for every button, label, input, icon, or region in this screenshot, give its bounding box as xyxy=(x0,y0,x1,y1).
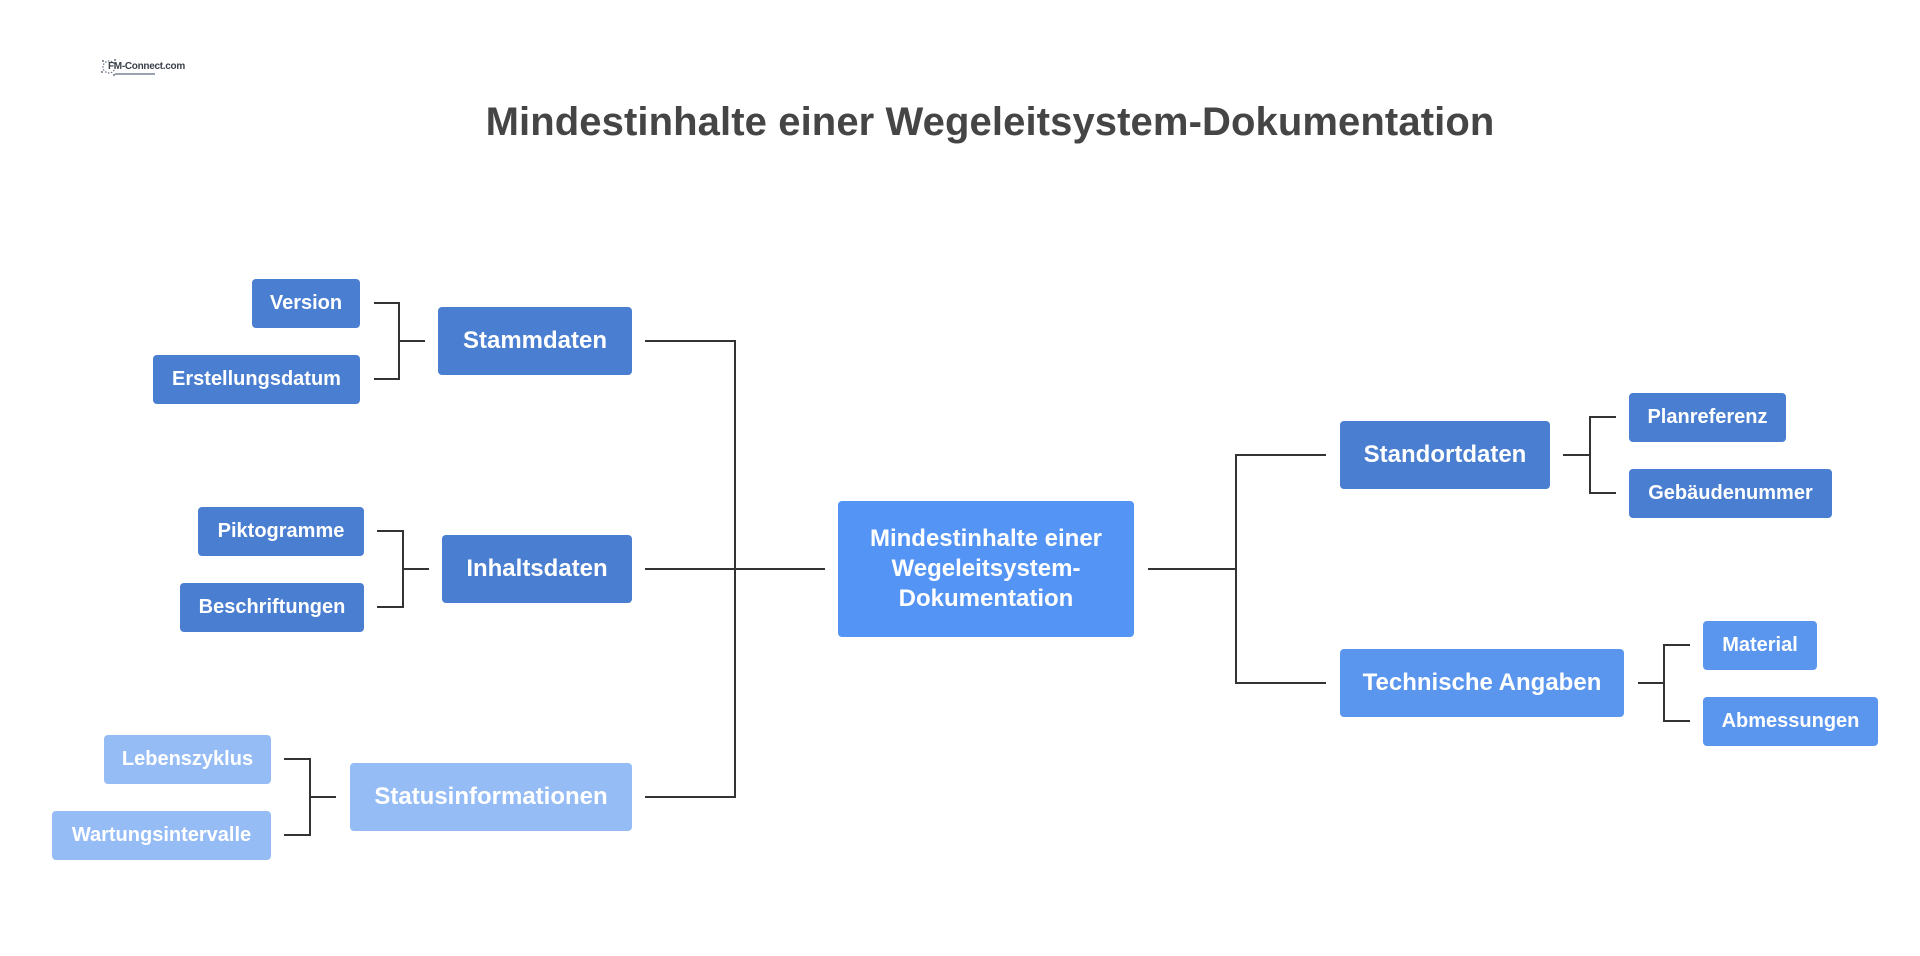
leaf-gebaeudenummer: Gebäudenummer xyxy=(1629,469,1832,518)
page-title: Mindestinhalte einer Wegeleitsystem-Doku… xyxy=(485,100,1495,144)
leaf-piktogramme: Piktogramme xyxy=(198,507,364,556)
leaf-abmessungen: Abmessungen xyxy=(1703,697,1878,746)
connector-technische-angaben-children xyxy=(1638,644,1690,722)
connector-standortdaten-children xyxy=(1563,416,1616,494)
leaf-erstellungsdatum: Erstellungsdatum xyxy=(153,355,360,404)
node-root: Mindestinhalte einer Wegeleitsystem-Doku… xyxy=(838,501,1134,637)
connector-statusinformationen-children xyxy=(284,758,336,836)
leaf-beschriftungen: Beschriftungen xyxy=(180,583,364,632)
connector-inhaltsdaten-children xyxy=(377,530,429,608)
node-standortdaten: Standortdaten xyxy=(1340,421,1550,489)
connector-right-trunk xyxy=(1148,454,1326,684)
node-stammdaten: Stammdaten xyxy=(438,307,632,375)
logo-mark-icon xyxy=(101,59,116,76)
logo-text: FM-Connect.com xyxy=(108,61,185,72)
connector-stammdaten-children xyxy=(374,302,425,380)
connector-left-trunk xyxy=(645,340,825,798)
leaf-version: Version xyxy=(252,279,360,328)
leaf-material: Material xyxy=(1703,621,1817,670)
leaf-lebenszyklus: Lebenszyklus xyxy=(104,735,271,784)
node-inhaltsdaten: Inhaltsdaten xyxy=(442,535,632,603)
node-statusinformationen: Statusinformationen xyxy=(350,763,632,831)
leaf-wartungsintervalle: Wartungsintervalle xyxy=(52,811,271,860)
leaf-planreferenz: Planreferenz xyxy=(1629,393,1786,442)
node-technische-angaben: Technische Angaben xyxy=(1340,649,1624,717)
logo-tagline-mark xyxy=(115,73,155,75)
logo: FM-Connect.com xyxy=(100,56,185,82)
